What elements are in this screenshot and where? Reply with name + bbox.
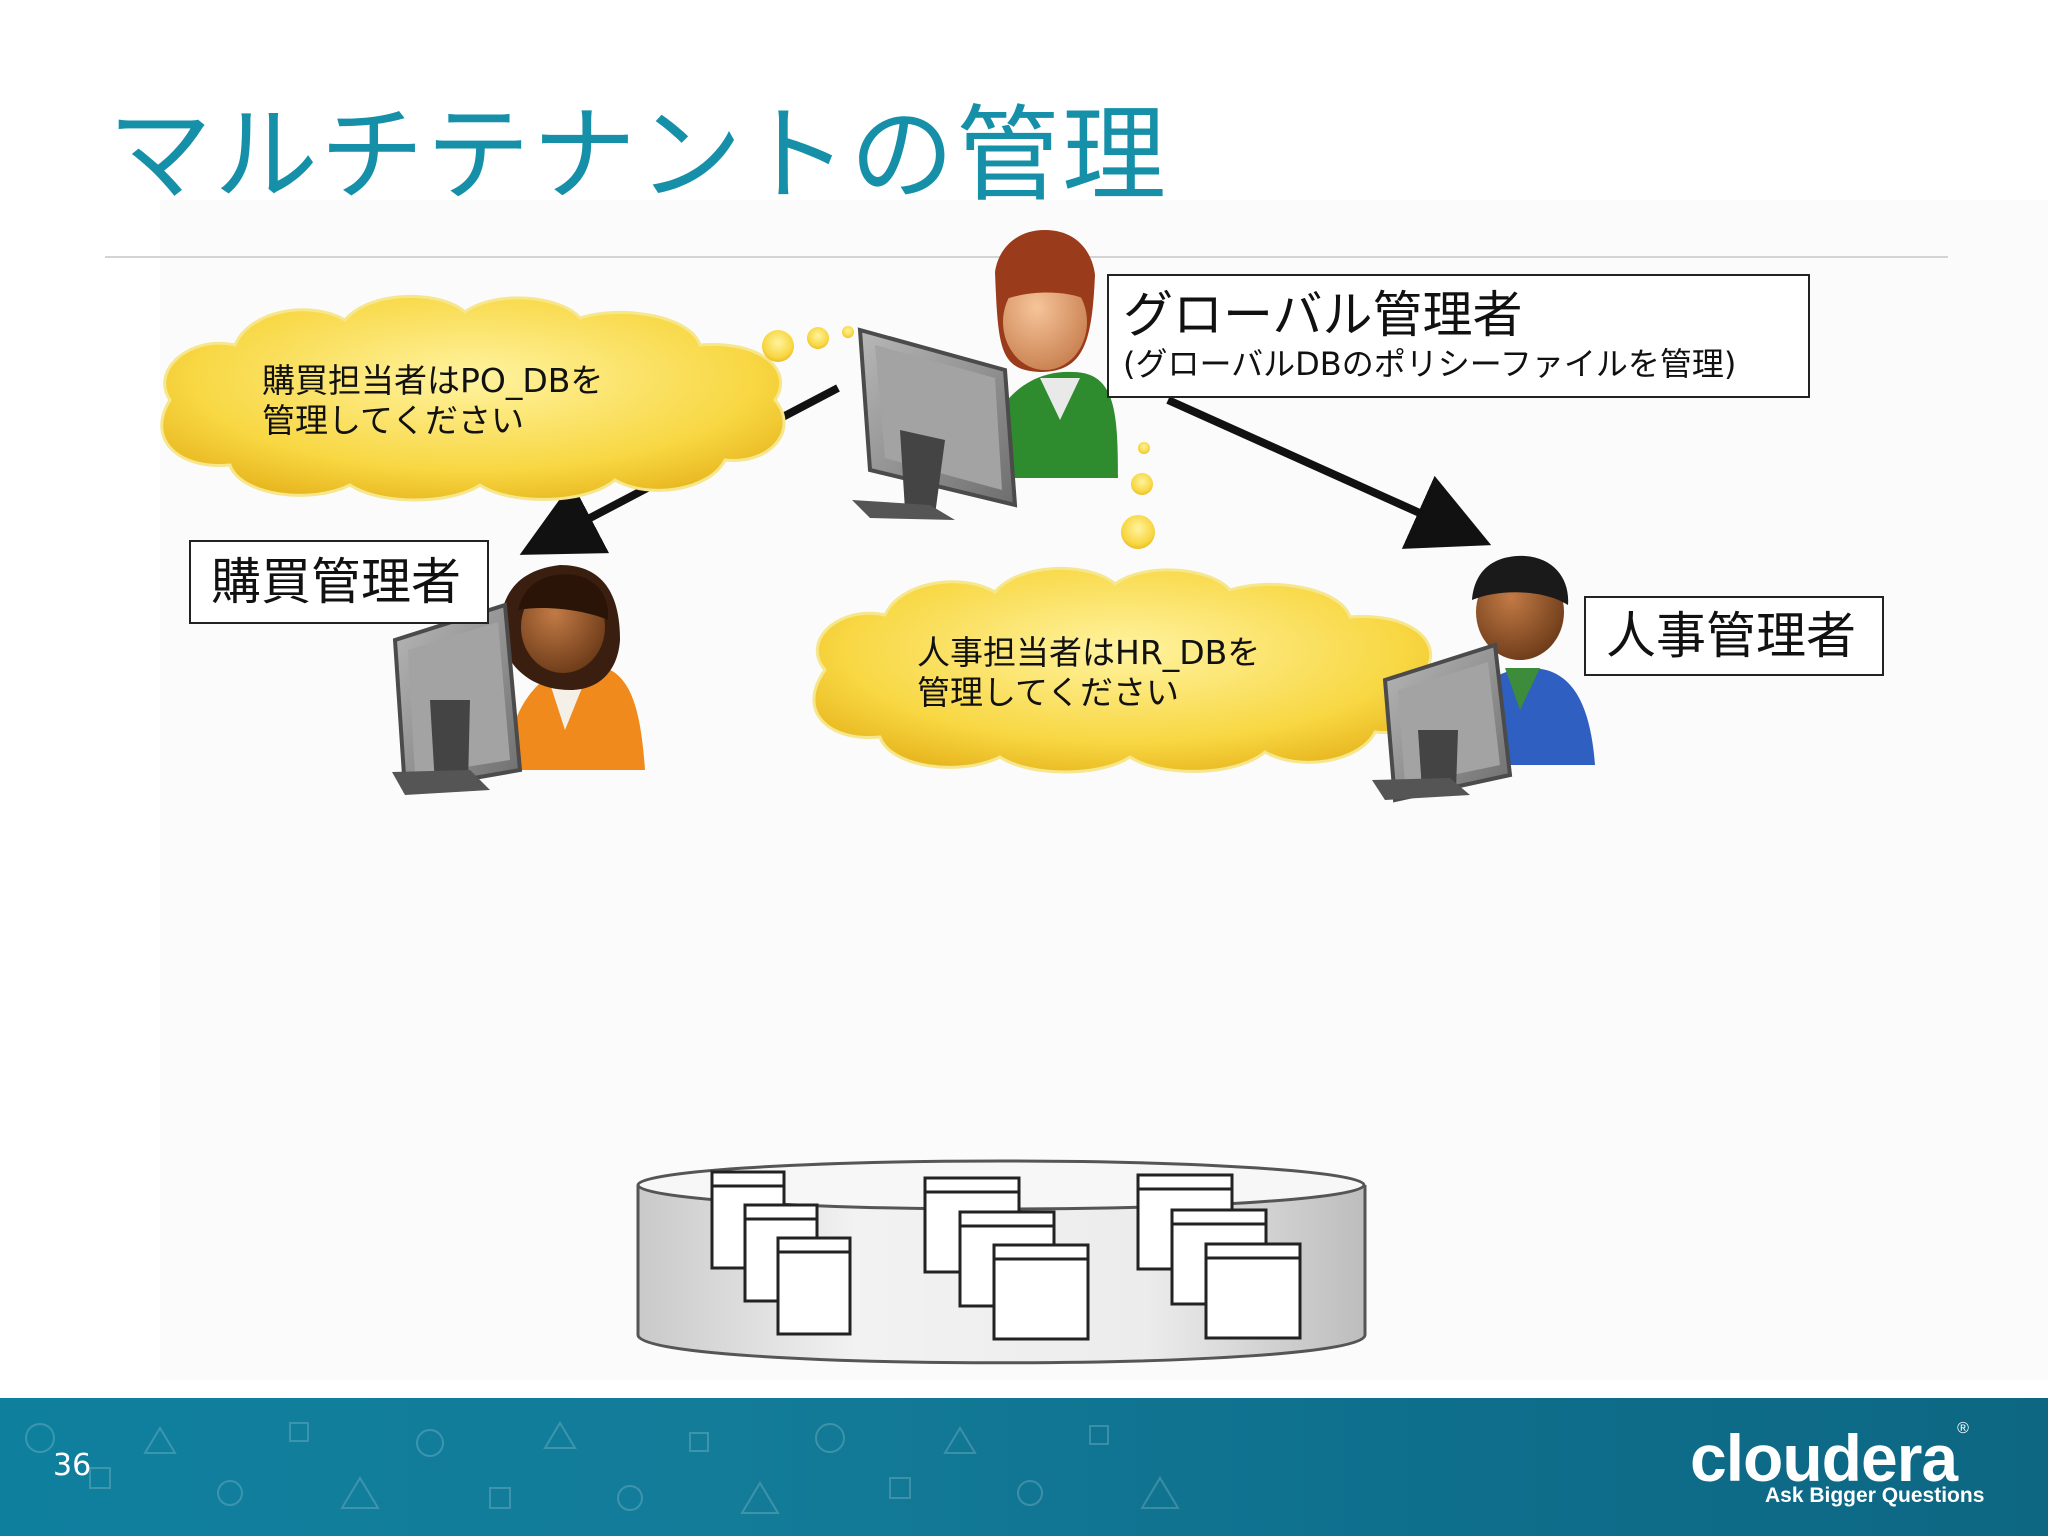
policy-file-group-2 [923,1176,1090,1341]
cloudera-logo: cloudera® [1690,1420,1969,1496]
hr-bubble-line2: 管理してください [917,673,1180,712]
thought-cloud-purchase [160,295,854,502]
thought-cloud-hr [812,442,1436,774]
policy-file-group-1 [710,1170,852,1336]
hr-admin-label: 人事管理者 [1584,596,1884,676]
logo-text: cloudera [1690,1421,1958,1495]
slide-title: マルチテナントの管理 [108,94,1169,216]
global-admin-subtitle: (グローバルDBのポリシーファイルを管理) [1123,345,1737,383]
hr-bubble-text: 人事担当者はHR_DBを 管理してください [917,633,1260,713]
policy-file-group-3 [1136,1173,1302,1340]
hr-admin-person [1372,555,1595,803]
purchase-bubble-line2: 管理してください [262,401,525,440]
purchase-bubble-line1: 購買担当者はPO_DBを [262,361,604,400]
purchase-bubble-text: 購買担当者はPO_DBを 管理してください [262,361,603,441]
footer-band [0,1398,2048,1536]
tagline: Ask Bigger Questions [1765,1484,1985,1507]
logo-registered-mark: ® [1957,1420,1969,1437]
hr-bubble-line1: 人事担当者はHR_DBを [917,633,1261,672]
footer-pattern [25,1421,1180,1514]
page-number: 36 [53,1448,92,1483]
global-admin-title: グローバル管理者 [1123,286,1523,344]
global-admin-person [852,230,1118,520]
arrow-to-hr-admin [1166,396,1492,549]
purchase-admin-label: 購買管理者 [189,540,489,624]
global-admin-label: グローバル管理者 (グローバルDBのポリシーファイルを管理) [1107,274,1810,398]
